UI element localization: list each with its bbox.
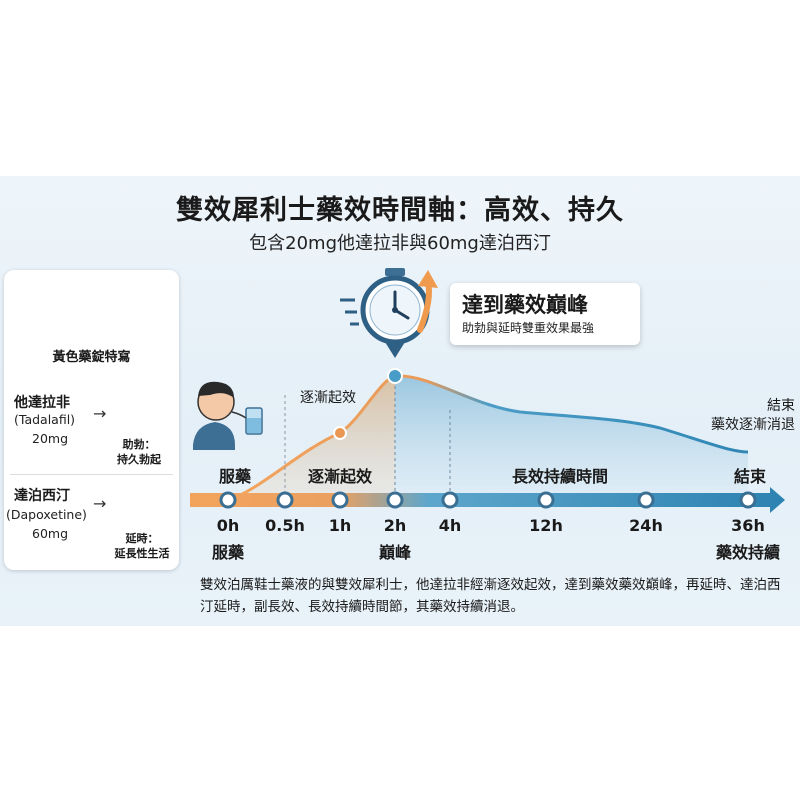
curve-label-end-title: 結束 [767, 398, 795, 414]
phase-lasting: 長效持續時間 [511, 467, 608, 486]
curve-label-gradual: 逐漸起效 [300, 390, 356, 406]
drug1-effect-desc: 持久勃起 [117, 453, 161, 466]
tick-markers [219, 491, 757, 509]
person-drinking-icon [193, 381, 263, 450]
drug2-dose: 60mg [32, 526, 69, 541]
drug2-effect-label: 延時： [125, 532, 159, 545]
drug1-effect-label: 助勃： [122, 438, 156, 451]
page-title: 雙效犀利士藥效時間軸：高效、持久 [176, 195, 624, 226]
card-divider [10, 474, 173, 475]
tick-0h [219, 491, 237, 509]
tick-label: 0h [216, 516, 240, 535]
tick-label: 2h [383, 516, 407, 535]
effect-area-orange [228, 376, 395, 500]
arrow-right-icon: → [93, 494, 107, 513]
drug2-name: 達泊西汀 [14, 488, 70, 504]
peak-callout [450, 283, 640, 345]
peak-callout-subtitle: 助勃與延時雙重效果最強 [462, 321, 595, 335]
tick-label: 24h [629, 516, 663, 535]
pill-caption: 黃色藥錠特寫 [52, 350, 131, 365]
tick-sub-lasting: 藥效持續 [715, 543, 780, 562]
phase-take: 服藥 [218, 467, 251, 486]
curve-label-end: 結束 藥效逐漸消退 [680, 397, 795, 435]
tick-0-5h [276, 491, 294, 509]
marker-1h [333, 426, 347, 440]
drug2-latin: (Dapoxetine) [6, 507, 87, 522]
drug2-effect: 延時： 延長性生活 [104, 531, 180, 561]
arrow-right-icon: → [93, 404, 107, 423]
tick-label: 1h [328, 516, 352, 535]
tick-label: 36h [731, 516, 765, 535]
stopwatch-icon [340, 268, 430, 358]
tick-sub-peak: 巔峰 [378, 543, 411, 562]
tick-label: 4h [438, 516, 462, 535]
peak-callout-title: 達到藥效巔峰 [462, 293, 588, 317]
tick-12h [537, 491, 555, 509]
effect-curve [227, 374, 749, 502]
tick-2h [386, 491, 404, 509]
tick-4h [441, 491, 459, 509]
tick-sub-take: 服藥 [211, 543, 244, 562]
footnote: 雙效泊厲鞋士藥液的與雙效犀利士，他達拉非經漸逐效起效，達到藥效藥效巔峰，再延時、… [200, 577, 781, 615]
drug1-latin: (Tadalafil) [14, 412, 76, 427]
drug1-dose: 20mg [32, 431, 69, 446]
drug1-name: 他達拉非 [14, 395, 70, 411]
tick-1h [331, 491, 349, 509]
drug2-effect-desc: 延長性生活 [114, 547, 170, 560]
drug1-effect: 助勃： 持久勃起 [104, 437, 174, 467]
page-subtitle: 包含20mg他達拉非與60mg達泊西汀 [249, 233, 551, 254]
tick-36h [739, 491, 757, 509]
tick-label: 12h [529, 516, 563, 535]
drug-info-card [4, 270, 179, 570]
phase-end: 結束 [733, 467, 766, 486]
marker-peak [387, 368, 403, 384]
curve-label-end-desc: 藥效逐漸消退 [711, 417, 795, 433]
phase-onset: 逐漸起效 [307, 467, 372, 486]
tick-label: 0.5h [265, 516, 305, 535]
up-arrow-icon [417, 270, 438, 333]
tick-24h [637, 491, 655, 509]
